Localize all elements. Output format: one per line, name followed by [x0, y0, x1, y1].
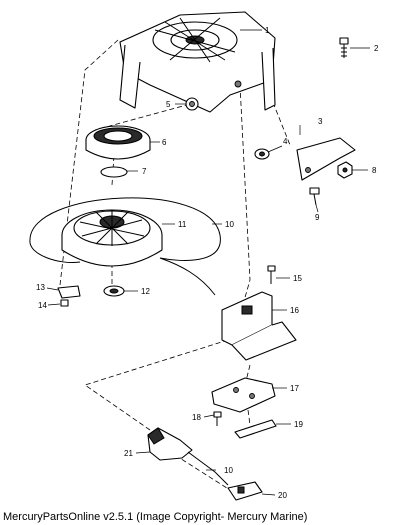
- part-clip-13: [57, 285, 81, 299]
- part-rope-anchor: [227, 481, 263, 501]
- callout-5: 5: [166, 100, 171, 109]
- callout-14: 14: [38, 301, 47, 310]
- callout-21: 21: [124, 449, 133, 458]
- callout-9: 9: [315, 213, 320, 222]
- assembly-guide-lines: [59, 39, 291, 491]
- part-rope-guide: [221, 291, 297, 361]
- callout-20: 20: [278, 491, 287, 500]
- part-starter-housing: [119, 11, 276, 113]
- callout-17: 17: [290, 384, 299, 393]
- part-starter-rope: [29, 197, 221, 296]
- callout-13: 13: [36, 283, 45, 292]
- part-starter-handle: [147, 427, 193, 461]
- callouts: 1 2 3 4 5 6 7 8 9 10 11 12 13 14 15 16 1: [36, 26, 379, 500]
- part-starter-rope-lower: [187, 451, 229, 486]
- part-pulley: [61, 209, 163, 267]
- part-nut-8: [337, 161, 353, 179]
- part-screw-14: [60, 299, 69, 307]
- callout-12: 12: [141, 287, 150, 296]
- callout-15: 15: [293, 274, 302, 283]
- part-rewind-spring: [85, 125, 151, 160]
- callout-19: 19: [294, 420, 303, 429]
- callout-18: 18: [192, 413, 201, 422]
- copyright-footer: MercuryPartsOnline v2.5.1 (Image Copyrig…: [3, 511, 308, 523]
- part-lock-plate: [211, 377, 276, 413]
- callout-2: 2: [374, 44, 379, 53]
- callout-10-lower: 10: [224, 466, 233, 475]
- callout-3: 3: [318, 117, 323, 126]
- part-pin-15: [267, 265, 276, 284]
- callout-11: 11: [178, 220, 187, 229]
- part-screw-18: [213, 411, 222, 426]
- part-washer-7: [100, 166, 128, 178]
- part-screw-5: [185, 97, 199, 111]
- part-washer-4: [254, 148, 270, 160]
- part-bracket: [296, 137, 356, 181]
- callout-8: 8: [372, 166, 377, 175]
- part-bolt-9: [309, 187, 320, 206]
- callout-10-upper: 10: [225, 220, 234, 229]
- part-washer-12: [103, 285, 125, 297]
- callout-7: 7: [142, 167, 147, 176]
- callout-4: 4: [283, 137, 288, 146]
- part-spacer-19: [234, 419, 277, 439]
- part-bolt-2: [339, 37, 349, 58]
- callout-6: 6: [162, 138, 167, 147]
- callout-1: 1: [265, 26, 270, 35]
- callout-16: 16: [290, 306, 299, 315]
